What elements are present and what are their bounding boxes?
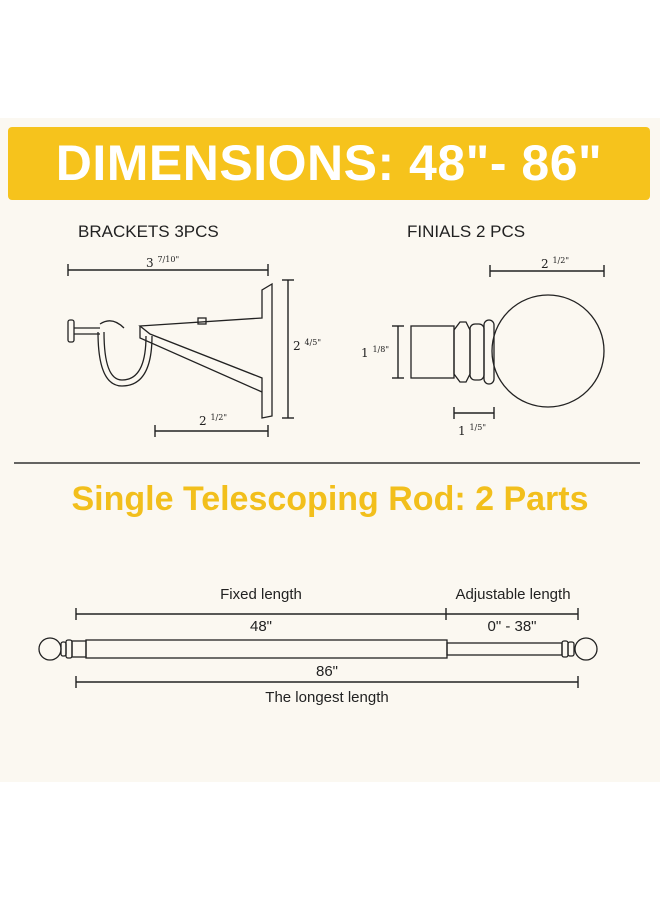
finial-drawing (410, 294, 605, 408)
bracket-height-label: 2 4/5" (293, 338, 322, 353)
finial-neck-label: 1 1/5" (458, 423, 487, 438)
background-panel (0, 118, 660, 782)
total-length-label: The longest length (265, 689, 389, 706)
fixed-length-label: Fixed length (220, 586, 302, 603)
finial-diameter-label: 2 1/2" (541, 256, 570, 271)
adjustable-length-label: Adjustable length (455, 586, 571, 603)
brackets-title: BRACKETS 3PCS (78, 222, 219, 241)
total-length-value: 86" (315, 663, 338, 680)
rod-drawing (38, 637, 598, 661)
dimensions-banner: DIMENSIONS: 48"- 86" (8, 127, 650, 200)
fixed-length-value: 48" (249, 618, 272, 635)
finial-socket-label: 1 1/8" (361, 345, 390, 360)
bracket-width-label: 3 7/10" (146, 255, 180, 270)
bracket-depth-label: 2 1/2" (199, 413, 228, 428)
adjustable-length-value: 0" - 38" (487, 618, 537, 635)
finials-title: FINIALS 2 PCS (407, 222, 526, 241)
dimensions-title: DIMENSIONS: 48"- 86" (55, 135, 603, 191)
bracket-drawing (67, 282, 273, 419)
rod-title: Single Telescoping Rod: 2 Parts (71, 480, 589, 518)
